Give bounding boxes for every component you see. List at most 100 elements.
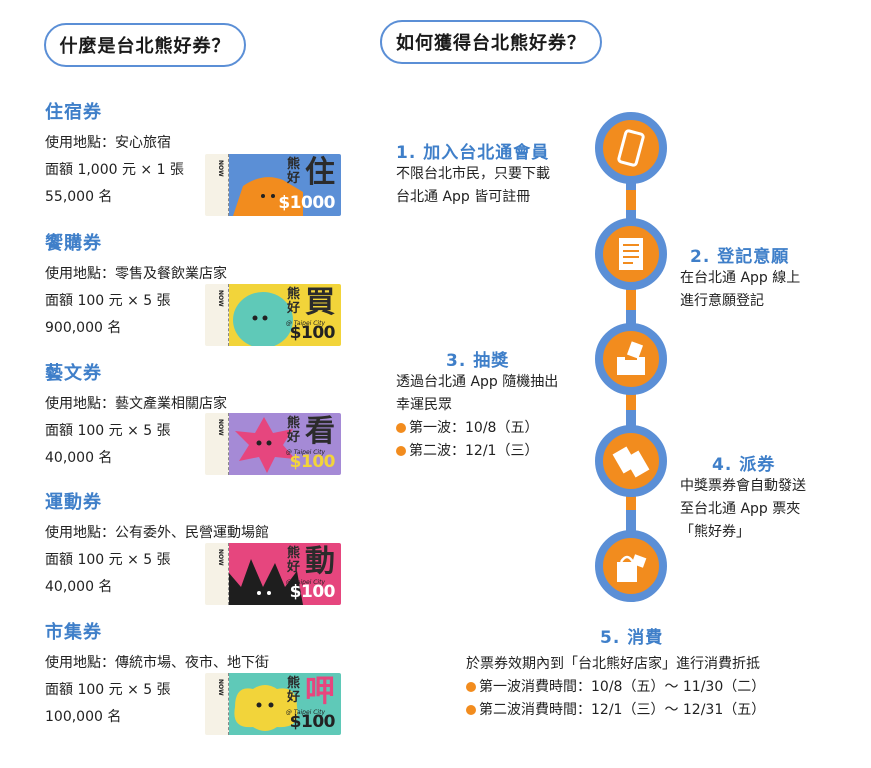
coupon-usage: 使用地點：安心旅宿 [45, 135, 171, 151]
ticket-blob-shape [233, 177, 303, 216]
coupon-count: 40,000 名 [45, 579, 113, 595]
step-3-text: 透過台北通 App 隨機抽出 幸運民眾 第一波：10/8（五） 第二波：12/1… [396, 371, 558, 463]
step-line: 不限台北市民，只要下載 [396, 166, 550, 182]
step-line: 進行意願登記 [680, 293, 764, 309]
ticket-stub-text: NOW [217, 679, 224, 696]
step-1-title: 1. 加入台北通會員 [396, 143, 550, 163]
ticket-price: $100 [289, 712, 336, 732]
coupon-title: 藝文券 [45, 363, 102, 384]
bullet-dot [396, 446, 406, 456]
step-bullet: 第一波消費時間：10/8（五）～ 11/30（二） [466, 676, 765, 699]
bullet-text: 第二波：12/1（三） [409, 443, 539, 459]
step-1-circle [595, 112, 667, 184]
step-5-text: 於票券效期內到「台北熊好店家」進行消費折抵 第一波消費時間：10/8（五）～ 1… [466, 653, 765, 722]
ticket-stub-text: NOW [217, 419, 224, 436]
step-line: 在台北通 App 線上 [680, 270, 801, 286]
step-2-circle [595, 218, 667, 290]
step-1-text: 不限台北市民，只要下載 台北通 App 皆可註冊 [396, 163, 550, 209]
ticket-blob-shape [234, 685, 298, 731]
ticket-shopping: NOW 熊好 買 @ Taipei City $100 [205, 284, 341, 346]
lottery-box-icon [617, 341, 645, 375]
step-line: 「熊好券」 [680, 524, 750, 540]
coupon-title: 運動券 [45, 492, 102, 513]
ticket-brand: 熊好 [287, 416, 301, 445]
ticket-price: $1000 [278, 193, 335, 213]
coupon-lodging: 住宿券 使用地點：安心旅宿 面額 1,000 元 × 1 張 55,000 名 [45, 98, 355, 211]
step-line: 於票券效期內到「台北熊好店家」進行消費折抵 [466, 656, 760, 672]
header-what-is: 什麼是台北熊好券？ [44, 23, 246, 67]
tickets-icon [612, 446, 650, 478]
ticket-city: @ Taipei City [285, 449, 325, 456]
ticket-brand: 熊好 [287, 676, 301, 705]
step-line: 中獎票券會自動發送 [680, 478, 806, 494]
step-2-text: 在台北通 App 線上 進行意願登記 [680, 267, 800, 313]
form-icon [619, 238, 643, 270]
ticket-blob-shape [229, 559, 303, 605]
ticket-market: NOW 熊好 呷 @ Taipei City $100 [205, 673, 341, 735]
ticket-price: $100 [289, 452, 336, 472]
ticket-brand: 熊好 [287, 546, 301, 575]
phone-icon [617, 129, 645, 167]
bullet-text: 第一波消費時間：10/8（五）～ 11/30（二） [479, 679, 766, 695]
ticket-city: @ Taipei City [285, 320, 325, 327]
ticket-price: $100 [289, 582, 336, 602]
coupon-shopping: 饗購券 使用地點：零售及餐飲業店家 面額 100 元 × 5 張 900,000… [45, 229, 355, 342]
step-2-title: 2. 登記意願 [690, 247, 790, 267]
shopping-bag-icon [617, 554, 647, 582]
coupon-market: 市集券 使用地點：傳統市場、夜市、地下街 面額 100 元 × 5 張 100,… [45, 618, 355, 731]
ticket-city: @ Taipei City [285, 579, 325, 586]
ticket-char: 呷 [305, 674, 335, 709]
coupon-value: 面額 100 元 × 5 張 [45, 682, 171, 698]
ticket-brand: 熊好 [287, 287, 301, 316]
step-line: 幸運民眾 [396, 397, 452, 413]
ticket-sports: NOW 熊好 動 @ Taipei City $100 [205, 543, 341, 605]
step-bullet: 第一波：10/8（五） [396, 417, 558, 440]
coupon-count: 900,000 名 [45, 320, 122, 336]
coupon-value: 面額 100 元 × 5 張 [45, 293, 171, 309]
step-5-circle [595, 530, 667, 602]
coupon-count: 55,000 名 [45, 189, 113, 205]
step-3-circle [595, 323, 667, 395]
coupon-arts: 藝文券 使用地點：藝文產業相關店家 面額 100 元 × 5 張 40,000 … [45, 359, 355, 472]
coupon-usage: 使用地點：公有委外、民營運動場館 [45, 525, 269, 541]
step-line: 台北通 App 皆可註冊 [396, 189, 531, 205]
ticket-blob-shape [235, 417, 295, 473]
step-5-title: 5. 消費 [600, 628, 664, 648]
step-bullet: 第二波消費時間：12/1（三）～ 12/31（五） [466, 699, 765, 722]
step-4-circle [595, 425, 667, 497]
coupon-usage: 使用地點：零售及餐飲業店家 [45, 266, 227, 282]
step-4-title: 4. 派券 [712, 455, 776, 475]
bullet-dot [396, 423, 406, 433]
bullet-dot [466, 682, 476, 692]
bullet-text: 第一波：10/8（五） [409, 420, 539, 436]
ticket-blob-shape [233, 292, 293, 346]
coupon-value: 面額 1,000 元 × 1 張 [45, 162, 184, 178]
coupon-value: 面額 100 元 × 5 張 [45, 552, 171, 568]
coupon-usage: 使用地點：藝文產業相關店家 [45, 396, 227, 412]
ticket-char: 住 [305, 155, 335, 190]
header-how-to-get: 如何獲得台北熊好券？ [380, 20, 602, 64]
step-3-title: 3. 抽獎 [446, 351, 510, 371]
bullet-text: 第二波消費時間：12/1（三）～ 12/31（五） [479, 702, 766, 718]
coupon-title: 住宿券 [45, 102, 102, 123]
ticket-stub-text: NOW [217, 290, 224, 307]
ticket-city: @ Taipei City [285, 709, 325, 716]
bullet-dot [466, 705, 476, 715]
coupon-usage: 使用地點：傳統市場、夜市、地下街 [45, 655, 269, 671]
coupon-sports: 運動券 使用地點：公有委外、民營運動場館 面額 100 元 × 5 張 40,0… [45, 488, 355, 601]
coupon-title: 饗購券 [45, 233, 102, 254]
ticket-brand: 熊好 [287, 157, 301, 186]
ticket-lodging: NOW 熊好 住 $1000 [205, 154, 341, 216]
step-line: 透過台北通 App 隨機抽出 [396, 374, 559, 390]
coupon-count: 40,000 名 [45, 450, 113, 466]
coupon-title: 市集券 [45, 622, 102, 643]
ticket-stub-text: NOW [217, 160, 224, 177]
ticket-char: 買 [305, 285, 335, 320]
ticket-char: 動 [305, 544, 335, 579]
coupon-value: 面額 100 元 × 5 張 [45, 423, 171, 439]
ticket-price: $100 [289, 323, 336, 343]
step-4-text: 中獎票券會自動發送 至台北通 App 票夾 「熊好券」 [680, 475, 806, 544]
ticket-stub-text: NOW [217, 549, 224, 566]
ticket-arts: NOW 熊好 看 @ Taipei City $100 [205, 413, 341, 475]
ticket-char: 看 [305, 414, 335, 449]
